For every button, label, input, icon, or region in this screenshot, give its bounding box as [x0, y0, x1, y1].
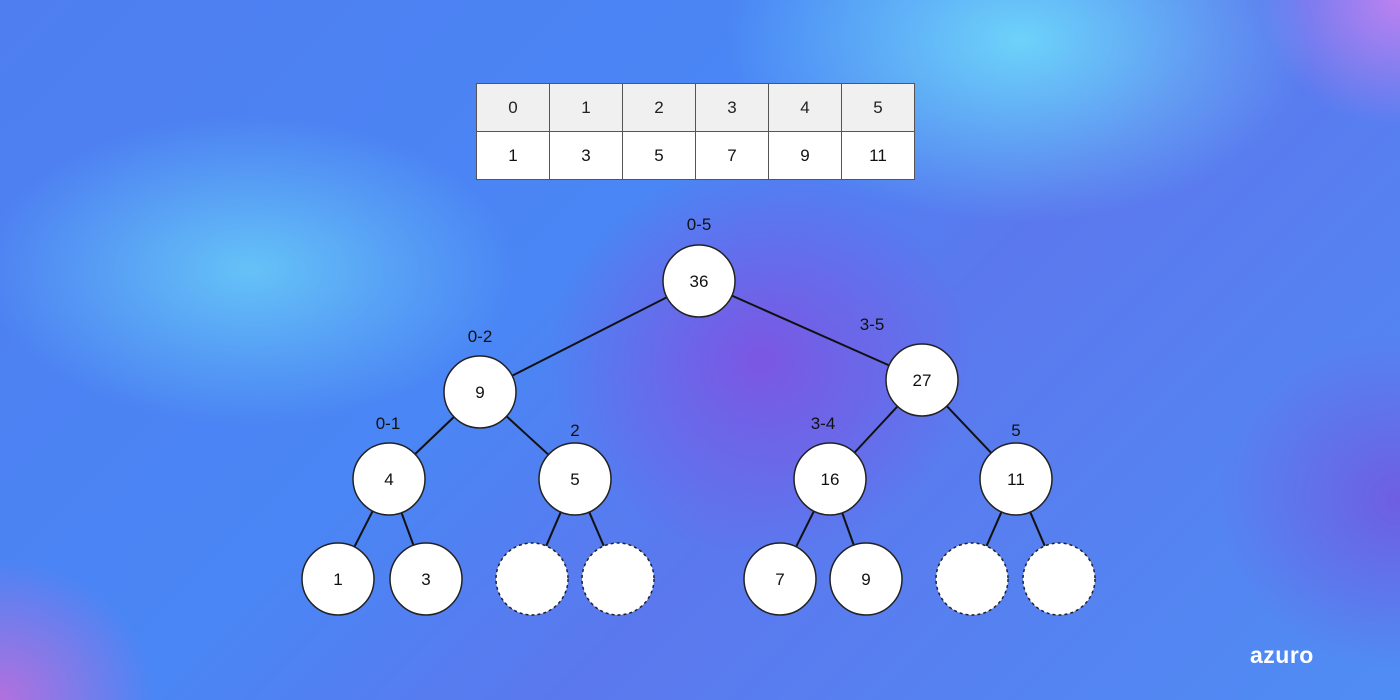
tree-edge — [505, 415, 550, 456]
tree-node — [885, 343, 959, 417]
tree-node — [793, 442, 867, 516]
value-cell: 5 — [622, 131, 696, 180]
empty-tree-node — [935, 542, 1009, 616]
tree-edge — [946, 405, 992, 454]
index-cell: 3 — [695, 83, 769, 132]
value-cell: 1 — [476, 131, 550, 180]
node-range-label: 3-4 — [811, 414, 836, 433]
node-value: 3 — [421, 570, 430, 589]
tree-edge — [841, 512, 855, 546]
node-value: 1 — [333, 570, 342, 589]
tree-edge — [731, 294, 890, 367]
tree-edge — [985, 511, 1003, 547]
node-value: 7 — [775, 570, 784, 589]
node-value: 16 — [821, 470, 840, 489]
tree-node — [538, 442, 612, 516]
node-value: 4 — [384, 470, 393, 489]
tree-node — [352, 442, 426, 516]
index-cell: 5 — [841, 83, 915, 132]
index-cell: 1 — [549, 83, 623, 132]
node-range-label: 3-5 — [860, 315, 885, 334]
tree-edge — [511, 296, 668, 377]
tree-edge — [795, 510, 815, 548]
tree-node — [829, 542, 903, 616]
tree-node — [743, 542, 817, 616]
tree-edge — [400, 512, 415, 546]
value-cell: 7 — [695, 131, 769, 180]
value-cell: 3 — [549, 131, 623, 180]
node-value: 9 — [475, 383, 484, 402]
node-value: 5 — [570, 470, 579, 489]
index-cell: 0 — [476, 83, 550, 132]
node-value: 11 — [1007, 470, 1025, 489]
value-row: 1 3 5 7 9 11 — [476, 131, 915, 180]
tree-node — [301, 542, 375, 616]
empty-tree-node — [495, 542, 569, 616]
node-value: 9 — [861, 570, 870, 589]
tree-node — [662, 244, 736, 318]
empty-tree-node — [581, 542, 655, 616]
node-range-label: 5 — [1011, 421, 1020, 440]
empty-tree-node — [1022, 542, 1096, 616]
tree-edge — [588, 511, 605, 547]
tree-node — [389, 542, 463, 616]
tree-edge — [853, 405, 899, 454]
tree-edge — [353, 510, 374, 548]
index-row: 0 1 2 3 4 5 — [476, 83, 915, 132]
tree-edge — [1029, 511, 1046, 547]
tree-edge — [545, 511, 562, 547]
node-value: 36 — [690, 272, 709, 291]
node-range-label: 0-2 — [468, 327, 493, 346]
node-range-label: 0-5 — [687, 215, 712, 234]
node-range-label: 2 — [570, 421, 579, 440]
azuro-logo: azuro — [1250, 642, 1314, 668]
node-range-label: 0-1 — [376, 414, 401, 433]
value-cell: 11 — [841, 131, 915, 180]
array-table: 0 1 2 3 4 5 1 3 5 7 9 11 — [476, 83, 915, 180]
tree-edge — [414, 416, 455, 455]
index-cell: 4 — [768, 83, 842, 132]
node-value: 27 — [913, 371, 932, 390]
tree-node — [443, 355, 517, 429]
tree-node — [979, 442, 1053, 516]
